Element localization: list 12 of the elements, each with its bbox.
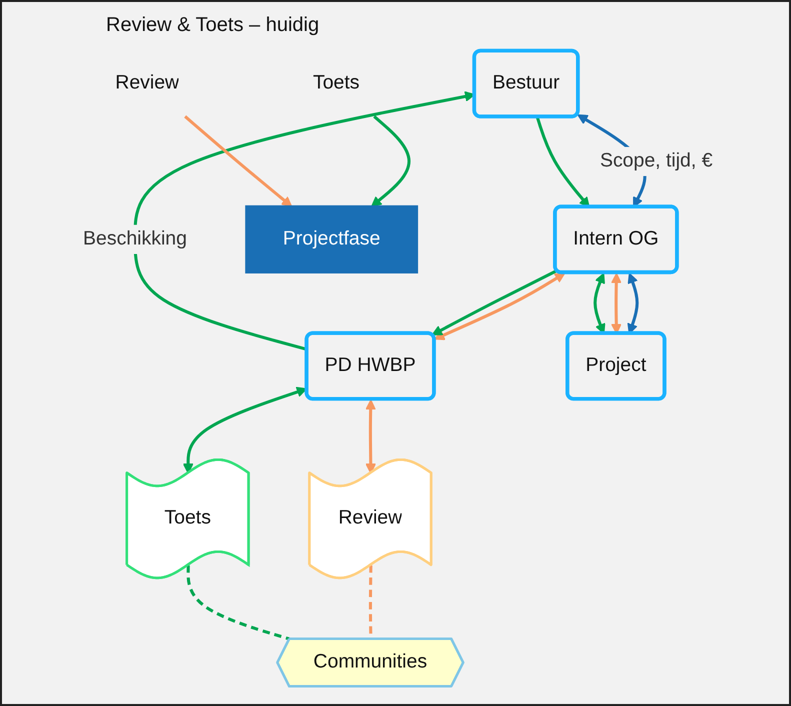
edge-label: Beschikking xyxy=(82,228,187,250)
arrow xyxy=(365,399,376,474)
node-text: Review xyxy=(115,72,179,94)
connector xyxy=(186,565,292,641)
edge-label: Scope, tijd, € xyxy=(600,150,712,172)
arrow xyxy=(184,115,292,207)
node-text: Toets xyxy=(312,72,360,94)
diagram-title: Review & Toets – huidig xyxy=(106,14,320,37)
node-box: Projectfase xyxy=(245,205,418,274)
arrow xyxy=(434,272,566,340)
arrow xyxy=(432,269,558,336)
arrow xyxy=(370,115,410,207)
